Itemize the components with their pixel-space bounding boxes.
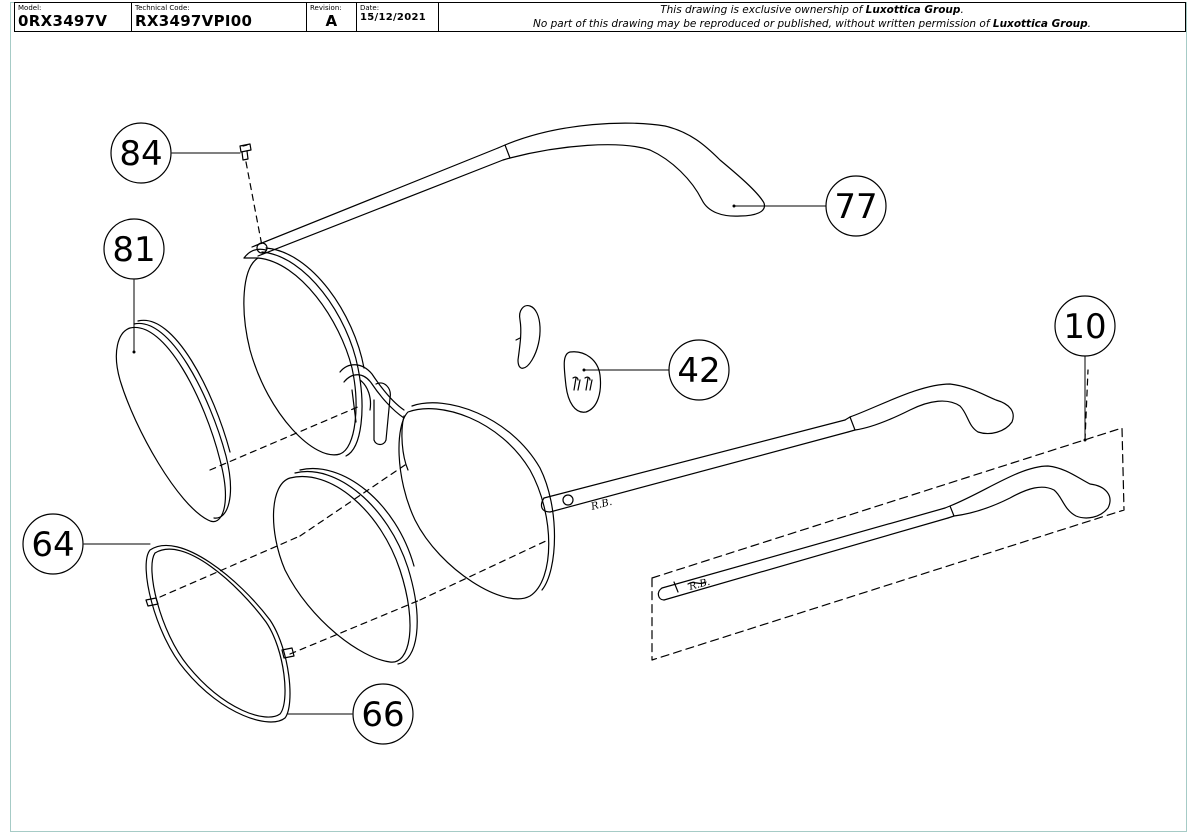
notice-1-prefix: This drawing is exclusive ownership of <box>660 4 866 16</box>
technical-code-cell: Technical Code: RX3497VPI00 <box>132 3 307 31</box>
bridge <box>339 364 405 446</box>
lower-temple-mounted <box>540 383 1014 513</box>
nose-pad-loose <box>515 305 541 369</box>
revision-label: Revision: <box>310 4 342 12</box>
callouts: 84 81 77 42 10 64 66 <box>22 122 1116 745</box>
model-label: Model: <box>18 4 42 12</box>
callout-64: 64 <box>22 513 84 575</box>
callout-81-number: 81 <box>112 230 155 270</box>
callout-84-number: 84 <box>119 134 162 174</box>
revision-value: A <box>325 12 338 30</box>
callout-77: 77 <box>825 175 887 237</box>
date-label: Date: <box>360 4 380 12</box>
front-rim-right <box>398 402 556 600</box>
revision-cell: Revision: A <box>307 3 357 31</box>
screw-part-84 <box>239 143 252 161</box>
temple-part-10 <box>651 427 1125 661</box>
model-cell: Model: 0RX3497V <box>15 3 132 31</box>
callout-66: 66 <box>352 683 414 745</box>
nose-pad-part-42 <box>563 351 602 413</box>
callout-66-number: 66 <box>361 695 404 735</box>
notice-2-prefix: No part of this drawing may be reproduce… <box>532 18 993 30</box>
notice-1-owner: Luxottica Group <box>865 4 961 16</box>
technical-code-value: RX3497VPI00 <box>135 12 253 30</box>
ownership-notice-cell: This drawing is exclusive ownership of L… <box>439 3 1185 31</box>
notice-2-owner: Luxottica Group <box>992 18 1088 30</box>
callout-42: 42 <box>668 339 730 401</box>
callout-77-number: 77 <box>834 187 877 227</box>
leader-dots <box>132 204 1087 442</box>
screw-axis-line <box>245 161 263 247</box>
ownership-notice-line-2: No part of this drawing may be reproduce… <box>439 18 1185 31</box>
ownership-notice-line-1: This drawing is exclusive ownership of L… <box>439 4 1185 17</box>
upper-temple-part-77 <box>243 122 766 259</box>
wire-ring-part-64 <box>145 544 295 723</box>
date-value: 15/12/2021 <box>360 12 426 23</box>
title-block: Model: 0RX3497V Technical Code: RX3497VP… <box>14 2 1186 32</box>
callout-64-number: 64 <box>31 525 74 565</box>
assembly-lines <box>159 369 1089 655</box>
leader-lines <box>83 152 1086 715</box>
notice-2-suffix: . <box>1087 18 1091 30</box>
lens-part-81 <box>115 319 232 523</box>
date-cell: Date: 15/12/2021 <box>357 3 439 31</box>
callout-42-number: 42 <box>677 351 720 391</box>
technical-code-label: Technical Code: <box>135 4 190 12</box>
callout-84: 84 <box>110 122 172 184</box>
callout-81: 81 <box>103 218 165 280</box>
callout-10: 10 <box>1054 295 1116 357</box>
lens-part-66 <box>272 468 418 665</box>
temple-logo-inset: R.B. <box>687 577 711 593</box>
temple-logo-mounted: R.B. <box>589 497 613 513</box>
model-value: 0RX3497V <box>18 12 108 30</box>
front-rim-left <box>243 247 365 457</box>
notice-1-suffix: . <box>960 4 964 16</box>
callout-10-number: 10 <box>1063 307 1106 347</box>
